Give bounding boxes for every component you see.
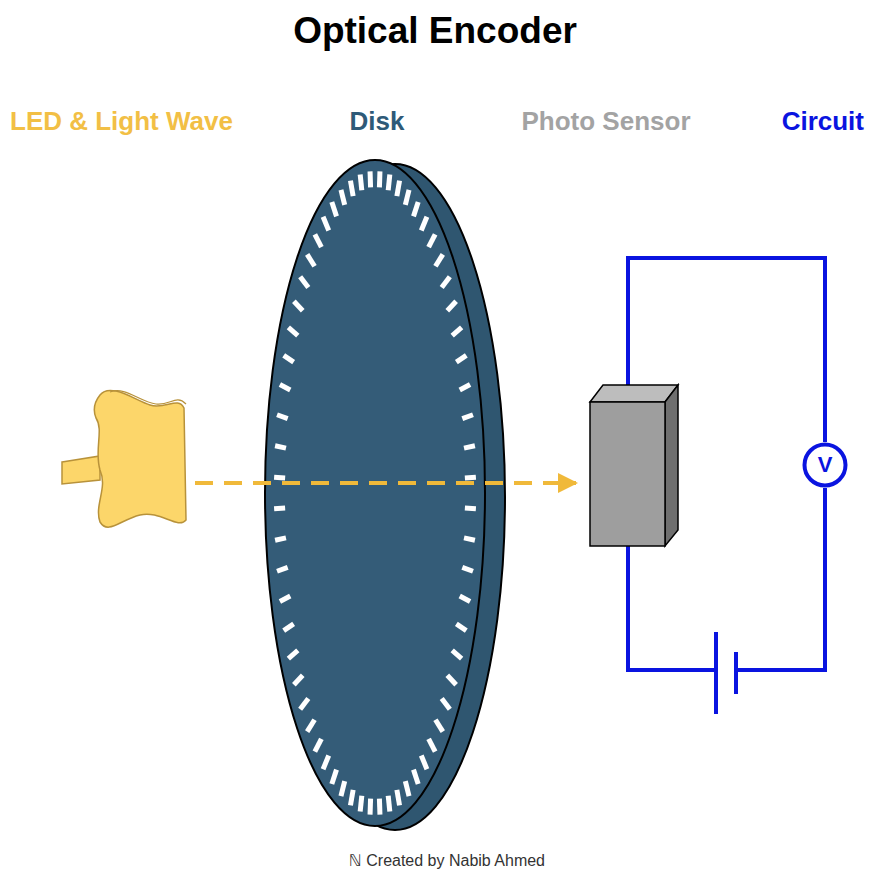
- disk-slot: [442, 277, 450, 288]
- disk-slot: [421, 217, 427, 231]
- disk-slot: [341, 781, 345, 796]
- disk-slot: [421, 755, 427, 769]
- voltmeter-symbol: V: [802, 442, 848, 488]
- battery-symbol: [716, 632, 736, 714]
- disk-slot: [377, 799, 383, 815]
- disk-slot: [288, 327, 297, 335]
- disk-slot: [397, 790, 400, 806]
- disk-slot: [429, 234, 436, 247]
- disk-slot: [294, 301, 303, 311]
- disk-slot: [360, 174, 362, 190]
- disk-slot: [315, 739, 322, 752]
- disk-slot: [388, 174, 390, 190]
- disk-slot: [275, 446, 286, 448]
- disk-slot: [284, 624, 294, 631]
- disk-slot: [323, 755, 329, 769]
- diagram-title: Optical Encoder: [293, 10, 577, 52]
- disk-slot: [413, 770, 418, 784]
- meter-letter: V: [818, 454, 833, 476]
- disk-slot: [413, 202, 418, 216]
- disk-slot: [274, 475, 285, 481]
- light-beam: [195, 481, 576, 485]
- encoder-disk: [265, 160, 505, 830]
- disk-slot: [341, 190, 345, 205]
- column-heading: LED & Light Wave: [10, 106, 233, 137]
- disk-slot: [300, 277, 308, 288]
- disk-slot: [464, 538, 475, 540]
- disk-slot: [275, 538, 286, 540]
- disk-slot: [332, 202, 337, 216]
- disk-slot: [368, 171, 374, 187]
- disk-slot: [456, 624, 466, 631]
- disk-slot: [377, 171, 383, 187]
- disk-slot: [284, 355, 294, 362]
- disk-slot: [368, 799, 374, 815]
- disk-slot: [307, 254, 314, 266]
- disk-slot: [442, 698, 450, 709]
- disk-slot: [462, 415, 473, 419]
- disk-slot: [460, 596, 470, 601]
- disk-slot: [464, 446, 475, 448]
- disk-slot: [300, 698, 308, 709]
- disk-slot: [460, 385, 470, 390]
- disk-slot: [277, 567, 288, 571]
- credit-watermark: ℕ Created by Nabib Ahmed: [349, 851, 545, 870]
- disk-slot: [350, 790, 353, 806]
- disk-slot: [435, 720, 442, 732]
- disk-slot: [360, 796, 362, 812]
- disk-slot: [280, 596, 290, 601]
- disk-slot: [429, 739, 436, 752]
- disk-slot: [288, 650, 297, 658]
- disk-slot: [447, 675, 456, 685]
- disk-slot: [388, 796, 390, 812]
- disk-slot: [307, 720, 314, 732]
- led-symbol: [62, 390, 186, 527]
- disk-slot: [465, 475, 476, 481]
- disk-slot: [280, 385, 290, 390]
- disk-slot: [452, 650, 461, 658]
- disk-slot: [405, 190, 409, 205]
- column-heading: Disk: [350, 106, 405, 137]
- disk-slot: [294, 675, 303, 685]
- disk-slot: [405, 781, 409, 796]
- column-heading: Circuit: [782, 106, 864, 137]
- disk-slot: [350, 181, 353, 197]
- column-heading: Photo Sensor: [521, 106, 690, 137]
- disk-slot: [452, 327, 461, 335]
- disk-slot: [332, 770, 337, 784]
- disk-slot: [462, 567, 473, 571]
- disk-slot: [323, 217, 329, 231]
- disk-slot: [456, 355, 466, 362]
- disk-slot: [274, 506, 285, 512]
- disk-slot: [435, 254, 442, 266]
- disk-slot: [315, 234, 322, 247]
- disk-slot: [277, 415, 288, 419]
- disk-slot: [465, 506, 476, 512]
- photo-sensor-block: [590, 385, 678, 546]
- disk-slot: [447, 301, 456, 311]
- disk-slot: [397, 181, 400, 197]
